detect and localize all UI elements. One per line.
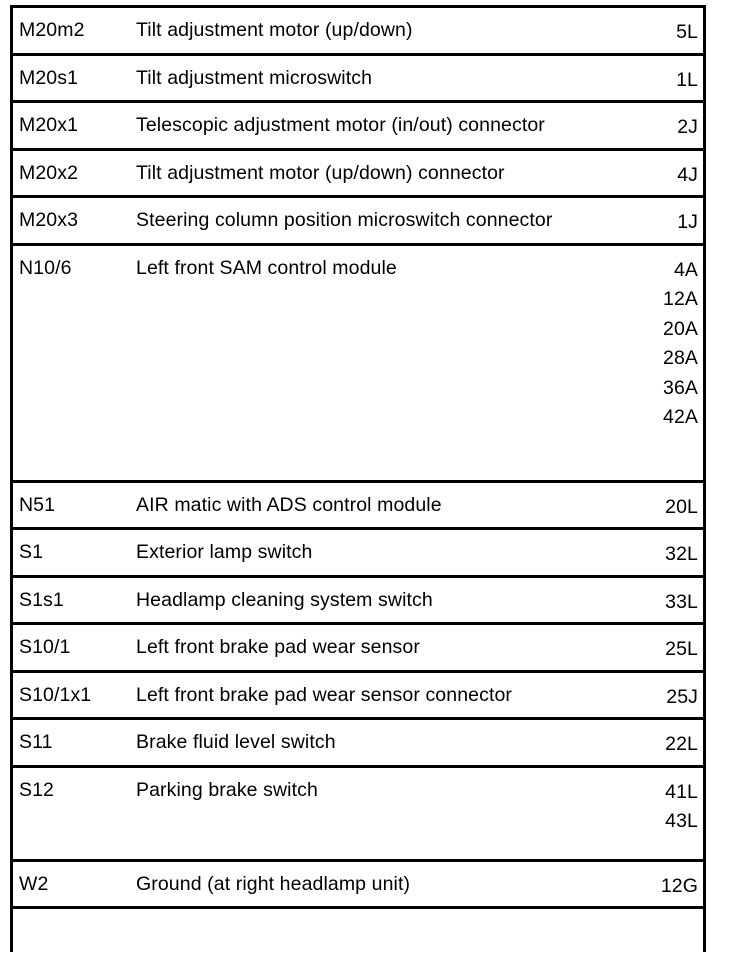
component-location-cell: 20L (588, 493, 698, 523)
component-description-cell: Left front brake pad wear sensor (136, 636, 420, 658)
location-code: 25L (665, 638, 698, 660)
location-code: 4J (677, 163, 698, 186)
component-code-cell: M20x1 (19, 114, 79, 136)
location-code: 33L (665, 590, 698, 613)
component-location-cell: 2J (588, 113, 698, 143)
component-code-cell: S11 (19, 731, 53, 753)
table-row: S10/1 Left front brake pad wear sensor 25L (13, 625, 703, 673)
component-code-cell: S10/1x1 (19, 683, 92, 706)
table-row: S1s1 Headlamp cleaning system switch 33L (13, 577, 703, 625)
component-code-cell: N51 (19, 493, 56, 516)
table-row: M20x3 Steering column position microswitc… (13, 198, 703, 246)
component-description-cell: Tilt adjustment microswitch (136, 66, 373, 89)
component-code-cell: W2 (19, 872, 49, 895)
location-code: 4A (673, 258, 698, 281)
component-code-cell: M20x2 (19, 161, 79, 184)
component-description-cell: Exterior lamp switch (136, 541, 313, 563)
component-description-cell: Brake fluid level switch (136, 731, 336, 753)
component-description-cell: Parking brake switch (136, 778, 318, 801)
location-code: 2J (677, 116, 698, 138)
location-code: 1J (677, 211, 698, 233)
table-row: W2 Ground (at right headlamp unit) 12G (13, 861, 703, 909)
component-location-cell: 5L (588, 18, 698, 48)
table-row: N51 AIR matic with ADS control module 20L (13, 482, 703, 530)
component-location-cell: 4J (588, 161, 698, 191)
location-code: 43L (665, 810, 698, 832)
component-code-cell: S10/1 (19, 636, 71, 658)
component-description-cell: AIR matic with ADS control module (136, 493, 442, 516)
location-code: 25J (666, 685, 698, 708)
table-row: M20x1 Telescopic adjustment motor (in/out… (13, 103, 703, 151)
table-row: S1 Exterior lamp switch 32L (13, 530, 703, 578)
component-code-cell: S1 (19, 541, 44, 563)
component-location-cell: 25L (588, 635, 698, 665)
component-description-cell: Tilt adjustment motor (up/down) connecto… (136, 161, 505, 184)
component-code-cell: M20x3 (19, 209, 79, 231)
table-row: N10/6 Left front SAM control module 4A 12A 2… (13, 245, 703, 483)
component-code-cell: S1s1 (19, 588, 64, 611)
component-code-cell: S12 (19, 778, 54, 801)
location-code: 32L (665, 543, 698, 565)
table-row (13, 909, 703, 954)
location-code: 22L (665, 733, 698, 755)
component-location-cell: 4A 12A 20A 28A 36A 42A (588, 256, 698, 433)
location-code: 5L (676, 21, 698, 43)
component-location-cell: 12G (588, 872, 698, 902)
location-code: 12A (663, 288, 698, 310)
table-row: M20s1 Tilt adjustment microswitch 1L (13, 55, 703, 103)
location-code: 20A (663, 317, 698, 340)
table-row: S11 Brake fluid level switch 22L (13, 720, 703, 768)
location-code: 42A (663, 406, 698, 428)
location-code: 36A (663, 376, 698, 399)
component-location-cell: 1L (588, 66, 698, 96)
component-description-cell: Telescopic adjustment motor (in/out) con… (136, 114, 545, 136)
component-location-cell: 1J (588, 208, 698, 238)
component-description-cell: Left front SAM control module (136, 256, 397, 279)
component-description-cell: Tilt adjustment motor (up/down) (136, 19, 413, 41)
component-description-cell: Left front brake pad wear sensor connect… (136, 683, 512, 706)
component-description-cell: Steering column position microswitch con… (136, 209, 553, 231)
component-description-cell: Ground (at right headlamp unit) (136, 872, 411, 895)
table-row: M20x2 Tilt adjustment motor (up/down) con… (13, 150, 703, 198)
component-code-cell: M20s1 (19, 66, 79, 89)
table-row: S10/1x1 Left front brake pad wear sensor … (13, 672, 703, 720)
component-location-cell: 25J (588, 683, 698, 713)
component-description-cell: Headlamp cleaning system switch (136, 588, 433, 611)
table-row: M20m2 Tilt adjustment motor (up/down) 5L (13, 8, 703, 56)
location-code: 12G (660, 874, 698, 897)
location-code: 28A (663, 347, 698, 369)
location-code: 41L (665, 780, 698, 803)
component-location-cell: 22L (588, 730, 698, 760)
component-code-cell: N10/6 (19, 256, 72, 279)
component-location-cell: 33L (588, 588, 698, 618)
location-code: 20L (665, 495, 698, 518)
location-code: 1L (676, 68, 698, 91)
component-code-cell: M20m2 (19, 19, 85, 41)
component-location-cell: 32L (588, 540, 698, 570)
